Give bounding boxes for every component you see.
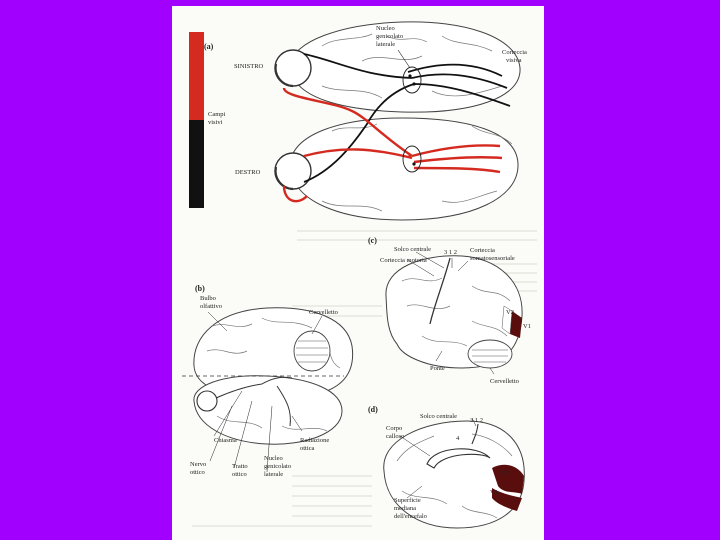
- area-4-label: 4: [456, 435, 460, 442]
- v2-label-c: V2: [506, 309, 514, 316]
- textbook-page: (a) Campi visivi SINISTRO DESTRO: [172, 6, 544, 540]
- panel-b-label: (b): [195, 284, 205, 293]
- v1-label-d: V1: [490, 489, 498, 496]
- brain-medial-d: [383, 420, 525, 529]
- lgn-label-1: Nucleo: [376, 25, 395, 32]
- lgn-b-label-1: Nucleo: [264, 455, 283, 462]
- somatosensory-label-2: somatosensoriale: [470, 255, 515, 262]
- central-sulcus-c: [429, 257, 451, 325]
- medial-surface-label-2: mediana: [394, 505, 416, 512]
- pathway-red: [282, 87, 503, 203]
- left-label: SINISTRO: [234, 63, 264, 70]
- medial-surface-label-1: Superficie: [394, 497, 421, 504]
- pons-label: Ponte: [430, 365, 445, 372]
- central-sulcus-d: [471, 423, 479, 445]
- central-sulcus-label-d: Solco centrale: [420, 413, 457, 420]
- olfactory-bulb-2: olfattivo: [200, 303, 222, 310]
- corpus-callosum-label-2: calloso: [386, 433, 404, 440]
- optic-tract-label-2: ottico: [232, 471, 247, 478]
- visual-field-bar-right: [189, 120, 204, 208]
- lgn-b-label-2: genicolato: [264, 463, 291, 470]
- panel-a-label: (a): [204, 42, 214, 51]
- right-label: DESTRO: [235, 169, 261, 176]
- lgn-b-label-3: laterale: [264, 471, 283, 478]
- v1-label-c: V1: [523, 323, 531, 330]
- radiation-label-2: ottica: [300, 445, 315, 452]
- visual-fields-label-1: Campi: [208, 111, 226, 118]
- lgn-upper: [402, 66, 422, 94]
- corpus-callosum-shape: [426, 448, 491, 469]
- visual-field-bar-left: [189, 32, 204, 120]
- olfactory-bulb-1: Bulbo: [200, 295, 216, 302]
- area-numbers-d: 3 1 2: [470, 417, 483, 424]
- panel-c-label: (c): [368, 236, 377, 245]
- visual-system-figure: (a) Campi visivi SINISTRO DESTRO: [182, 21, 537, 529]
- eye-b: [196, 390, 218, 412]
- panel-c: (c) Solco centrale 3 1 2 Corteccia somat…: [368, 236, 531, 385]
- cerebellum-label-c: Cervelletto: [490, 378, 519, 385]
- v1-region-c: [510, 311, 522, 338]
- visual-fields-label-2: visivi: [208, 119, 223, 126]
- panel-a: (a) Campi visivi SINISTRO DESTRO: [189, 21, 527, 221]
- motor-cortex-label: Corteccia motoria: [380, 257, 427, 264]
- upper-hemisphere: [289, 21, 521, 113]
- v2-region-d: [492, 464, 524, 494]
- panel-d-label: (d): [368, 405, 378, 414]
- brain-basal-view: [193, 375, 343, 445]
- area-numbers-c: 3 1 2: [444, 249, 457, 256]
- cerebellum-c: [467, 339, 513, 369]
- chiasm-label: Chiasma: [214, 437, 237, 444]
- lgn-label-2: genicolato: [376, 33, 403, 40]
- corpus-callosum-label-1: Corpo: [386, 425, 402, 432]
- optic-nerve-label-1: Nervo: [190, 461, 206, 468]
- v1-region-d: [492, 488, 522, 511]
- lgn-lower: [402, 145, 422, 173]
- radiation-label-1: Radiazione: [300, 437, 329, 444]
- cortex-label-1: Corteccia: [502, 49, 527, 56]
- cortex-label-2: visiva: [506, 57, 522, 64]
- v2-region-c: [501, 305, 513, 335]
- v2-label-d: V2: [501, 470, 509, 477]
- panel-d: (d) Solco centrale 3 1 2 4 Corpo calloso…: [368, 405, 525, 529]
- cerebellum-b: [293, 330, 331, 372]
- medial-surface-label-3: dell'encefalo: [394, 513, 427, 520]
- lgn-label-3: laterale: [376, 41, 395, 48]
- optic-nerve-label-2: ottico: [190, 469, 205, 476]
- somatosensory-label-1: Corteccia: [470, 247, 495, 254]
- optic-tract-label-1: Tratto: [232, 463, 248, 470]
- lower-hemisphere: [289, 117, 519, 221]
- panel-b: (b) Bulbo olfattivo Cervelletto Chiasma: [182, 284, 354, 478]
- central-sulcus-label-c: Solco centrale: [394, 246, 431, 253]
- cerebellum-label-b: Cervelletto: [309, 309, 338, 316]
